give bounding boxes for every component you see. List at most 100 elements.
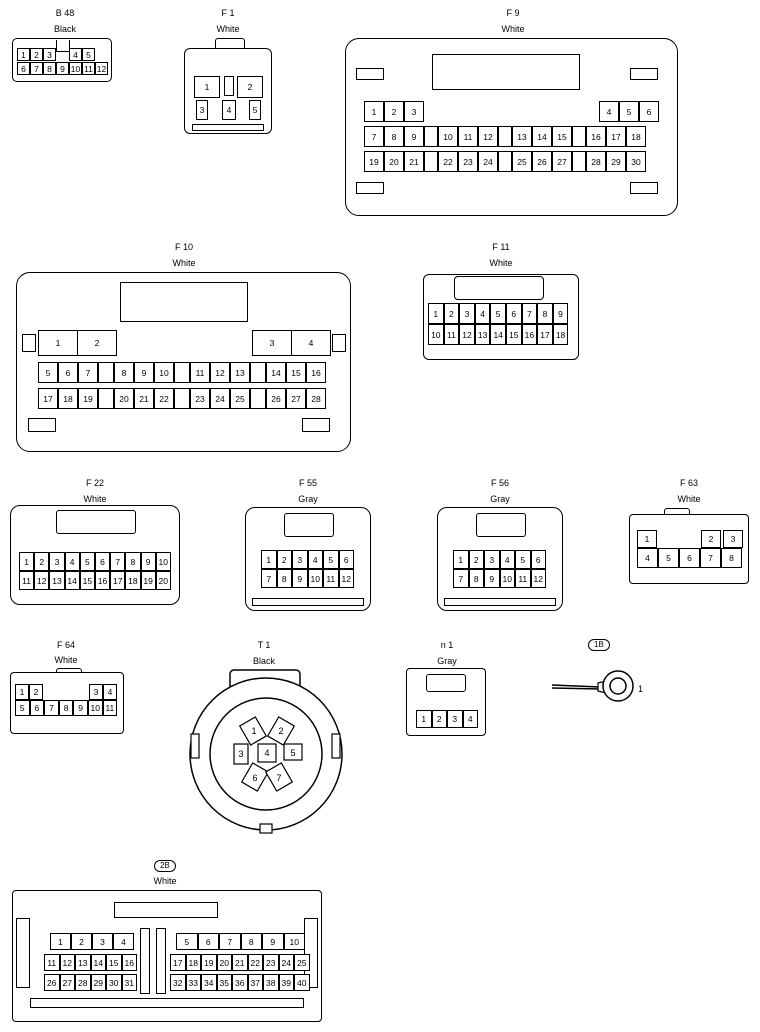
c2b-row3-right: 32 33 34 35 36 37 38 39 40 — [170, 974, 310, 991]
f10-top-lock — [120, 282, 248, 322]
f11-color: White — [489, 258, 513, 268]
c2b-row1-left: 1 2 3 4 — [50, 933, 134, 950]
pin: 12 — [459, 324, 475, 345]
f9-color: White — [501, 24, 525, 34]
f10-left-tab — [22, 334, 36, 352]
pin: 9 — [56, 62, 69, 75]
pin: 4 — [113, 933, 134, 950]
f9-left-tab — [356, 68, 384, 80]
pin: 6 — [338, 550, 354, 569]
f56-color: Gray — [490, 494, 510, 504]
c2b-row3-left: 26 27 28 29 30 31 — [44, 974, 137, 991]
pin-gap — [174, 362, 190, 383]
f55-row2: 7 8 9 10 11 12 — [261, 569, 354, 588]
pin: 10 — [499, 569, 515, 588]
pin: 15 — [552, 126, 572, 147]
pin: 11 — [19, 571, 35, 590]
pin: 2 — [237, 76, 263, 98]
pin: 28 — [306, 388, 326, 409]
n1-color: Gray — [437, 656, 457, 666]
pin: 1 — [261, 550, 277, 569]
pin: 4 — [291, 330, 331, 356]
pin: 3 — [447, 710, 463, 728]
pin: 24 — [278, 954, 294, 971]
t1-pin-1: 1 — [251, 726, 256, 736]
pin: 6 — [29, 700, 45, 716]
pin: 20 — [384, 151, 404, 172]
pin: 22 — [438, 151, 458, 172]
pin: 27 — [552, 151, 572, 172]
pin: 17 — [110, 571, 126, 590]
f1-color: White — [216, 24, 240, 34]
pin: 15 — [286, 362, 306, 383]
pin: 18 — [626, 126, 646, 147]
pin: 6 — [58, 362, 78, 383]
pin-gap — [498, 126, 512, 147]
pin: 21 — [404, 151, 424, 172]
pin: 21 — [134, 388, 154, 409]
t1-pin-6: 6 — [252, 773, 257, 783]
pin: 2 — [431, 710, 447, 728]
pin: 37 — [247, 974, 263, 991]
c2b-row1-right: 5 6 7 8 9 10 — [176, 933, 305, 950]
pin: 9 — [484, 569, 500, 588]
f10-row3: 17 18 19 20 21 22 23 24 25 26 27 28 — [38, 388, 326, 409]
pin: 5 — [38, 362, 58, 383]
pin: 9 — [404, 126, 424, 147]
c2b-code-badge: 2B — [154, 860, 176, 872]
pin: 38 — [263, 974, 279, 991]
pin: 14 — [64, 571, 80, 590]
c2b-color: White — [153, 876, 177, 886]
pin: 26 — [266, 388, 286, 409]
pin: 10 — [154, 362, 174, 383]
pin: 29 — [606, 151, 626, 172]
pin: 8 — [468, 569, 484, 588]
pin-gap — [98, 388, 114, 409]
g1b-ground-terminal: 1 — [551, 670, 643, 702]
c2b-center-keys — [140, 928, 150, 994]
pin: 27 — [59, 974, 75, 991]
pin: 16 — [121, 954, 137, 971]
pin: 5 — [82, 48, 95, 61]
pin: 16 — [94, 571, 111, 590]
pin: 25 — [512, 151, 532, 172]
pin: 30 — [106, 974, 122, 991]
pin: 5 — [15, 700, 30, 716]
pin: 25 — [294, 954, 310, 971]
pin: 9 — [134, 362, 154, 383]
pin: 2 — [77, 330, 117, 356]
f11-code: F 11 — [492, 242, 510, 252]
f55-color: Gray — [298, 494, 318, 504]
f9-right-tab — [630, 68, 658, 80]
pin: 34 — [201, 974, 217, 991]
pin: 1 — [19, 552, 35, 571]
pin: 5 — [490, 303, 506, 324]
f55-row1: 1 2 3 4 5 6 — [261, 550, 354, 569]
pin: 12 — [210, 362, 230, 383]
b48-latch — [56, 40, 70, 52]
t1-pin-4: 4 — [264, 748, 269, 758]
pin: 13 — [474, 324, 491, 345]
f11-row1: 1 2 3 4 5 6 7 8 9 — [428, 303, 569, 324]
f11-row2: 10 11 12 13 14 15 16 17 18 — [428, 324, 569, 345]
pin: 7 — [44, 700, 59, 716]
pin: 9 — [262, 933, 284, 950]
f22-color: White — [83, 494, 107, 504]
t1-code: T 1 — [257, 640, 271, 650]
pin: 9 — [73, 700, 88, 716]
pin: 15 — [106, 954, 122, 971]
t1-color: Black — [252, 656, 275, 666]
pin: 13 — [49, 571, 65, 590]
pin: 27 — [286, 388, 306, 409]
pin: 33 — [185, 974, 201, 991]
pin-gap — [250, 362, 266, 383]
pin-gap — [572, 126, 586, 147]
f63-code: F 63 — [679, 478, 698, 488]
pin: 5 — [249, 100, 261, 120]
pin: 6 — [530, 550, 546, 569]
pin: 1 — [364, 101, 384, 122]
c2b-row2-right: 17 18 19 20 21 22 23 24 25 — [170, 954, 310, 971]
pin: 3 — [92, 933, 113, 950]
pin: 6 — [197, 933, 219, 950]
pin: 4 — [474, 303, 491, 324]
